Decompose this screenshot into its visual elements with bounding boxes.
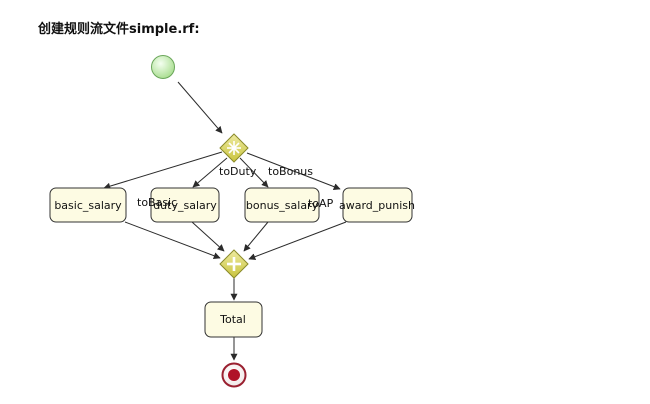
edge-split-to-award-punish	[246, 152, 341, 190]
task-basic-salary-label: basic_salary	[54, 199, 122, 212]
task-award-punish[interactable]: award_punish	[339, 187, 415, 223]
edge-label-to-basic: toBasic	[137, 196, 177, 209]
edge-split-to-basic-salary	[103, 151, 223, 190]
edge-split-to-duty-salary	[192, 157, 228, 188]
task-bonus-salary-label: bonus_salary	[246, 199, 319, 212]
edge-label-to-bonus: toBonus	[268, 165, 313, 178]
join-gateway-icon[interactable]	[219, 249, 249, 279]
edge-label-to-duty: toDuty	[219, 165, 257, 178]
edge-bonus-salary-to-join	[243, 221, 269, 252]
edge-label-to-ap: toAP	[308, 197, 334, 210]
task-duty-salary-label: duty_salary	[153, 199, 217, 212]
split-gateway-icon[interactable]	[219, 133, 249, 163]
task-bonus-salary[interactable]: bonus_salary	[244, 187, 320, 223]
page-title: 创建规则流文件simple.rf:	[38, 22, 200, 37]
edge-award-punish-to-join	[248, 221, 347, 261]
task-total-label: Total	[219, 313, 246, 326]
edge-duty-salary-to-join	[191, 221, 225, 252]
task-award-punish-label: award_punish	[339, 199, 415, 212]
task-total[interactable]: Total	[204, 301, 263, 338]
task-basic-salary[interactable]: basic_salary	[49, 187, 127, 223]
edge-basic-salary-to-join	[124, 221, 221, 260]
edge-start-to-split	[177, 81, 223, 134]
start-event-icon[interactable]	[151, 55, 175, 79]
task-duty-salary[interactable]: duty_salary	[150, 187, 220, 223]
end-event-icon[interactable]	[221, 362, 247, 388]
edge-split-to-bonus-salary	[239, 157, 269, 188]
